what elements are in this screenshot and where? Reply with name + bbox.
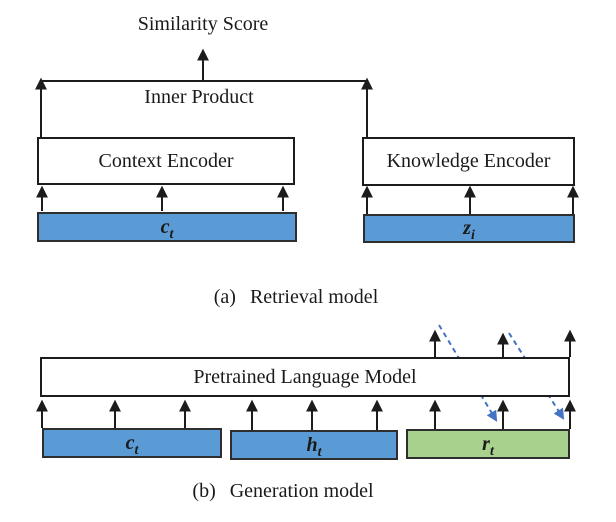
context-input-box: ct — [37, 212, 297, 242]
generation-response-box: rt — [406, 429, 570, 459]
generation-history-symbol: h — [306, 433, 318, 456]
knowledge-input-box: zi — [363, 214, 575, 243]
context-input-symbol: c — [160, 215, 170, 238]
generation-context-subscript: t — [134, 442, 139, 458]
knowledge-input-symbol: z — [463, 217, 471, 239]
knowledge-input-subscript: i — [470, 228, 475, 243]
pretrained-language-model-label: Pretrained Language Model — [193, 365, 417, 388]
caption-generation-text: Generation model — [229, 480, 374, 502]
context-encoder-box: Context Encoder — [37, 137, 295, 185]
knowledge-input-label: zi — [463, 217, 475, 243]
generation-context-box: ct — [42, 428, 222, 458]
inner-product-label: Inner Product — [144, 86, 254, 108]
context-input-label: ct — [160, 215, 174, 242]
caption-retrieval-text: Retrieval model — [249, 286, 379, 308]
knowledge-encoder-box: Knowledge Encoder — [362, 137, 575, 186]
generation-response-symbol: r — [482, 432, 490, 455]
generation-response-subscript: t — [489, 443, 494, 459]
generation-history-box: ht — [230, 430, 398, 460]
generation-history-subscript: t — [317, 444, 322, 460]
generation-context-label: ct — [125, 431, 139, 458]
caption-generation-index: (b) — [192, 480, 216, 502]
generation-context-symbol: c — [125, 431, 135, 454]
similarity-score-label: Similarity Score — [137, 13, 269, 35]
caption-generation: (b) Generation model — [133, 480, 433, 503]
generation-response-label: rt — [482, 432, 494, 459]
knowledge-encoder-label: Knowledge Encoder — [386, 150, 551, 172]
caption-retrieval: (a) Retrieval model — [146, 286, 446, 309]
context-encoder-label: Context Encoder — [98, 149, 234, 172]
context-input-subscript: t — [169, 226, 174, 242]
generation-history-label: ht — [306, 433, 322, 460]
pretrained-language-model-box: Pretrained Language Model — [40, 357, 570, 397]
caption-retrieval-index: (a) — [213, 286, 236, 308]
